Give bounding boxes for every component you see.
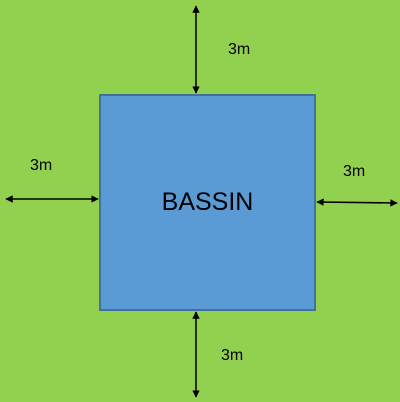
pool-rectangle (99, 94, 316, 311)
bottom-distance-label: 3m (221, 347, 244, 364)
right-distance-label: 3m (343, 163, 366, 180)
top-distance-label: 3m (228, 41, 251, 58)
right-distance-arrow (316, 198, 398, 207)
left-distance-label: 3m (30, 157, 53, 174)
